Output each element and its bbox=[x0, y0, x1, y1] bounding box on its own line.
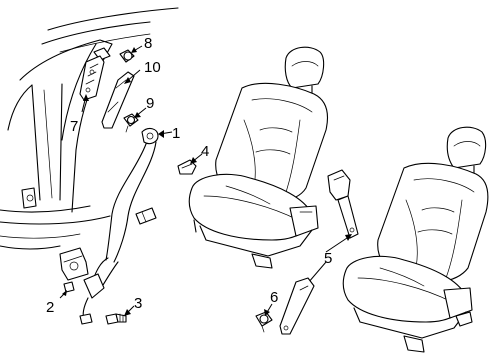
bolt-buckle bbox=[255, 303, 273, 333]
bolt-middle bbox=[123, 107, 147, 133]
callout-4: 4 bbox=[201, 143, 209, 160]
second-seat bbox=[342, 126, 489, 353]
bolt-upper bbox=[119, 45, 143, 63]
front-seat bbox=[188, 46, 329, 269]
callout-7: 7 bbox=[70, 118, 78, 135]
callout-9: 9 bbox=[146, 95, 154, 112]
callout-8: 8 bbox=[144, 35, 152, 52]
callout-6: 6 bbox=[270, 289, 278, 306]
callout-10: 10 bbox=[144, 59, 161, 76]
seat-buckle bbox=[279, 169, 359, 335]
callout-3: 3 bbox=[134, 295, 142, 312]
trim-cover bbox=[101, 69, 141, 129]
callout-2: 2 bbox=[46, 299, 54, 316]
callout-5: 5 bbox=[324, 250, 332, 267]
body-pillar bbox=[0, 7, 179, 250]
bolt-lower bbox=[105, 305, 135, 325]
belt-guide bbox=[177, 153, 203, 175]
height-adjuster bbox=[79, 55, 105, 113]
clip bbox=[59, 281, 75, 299]
callout-1: 1 bbox=[172, 125, 180, 142]
front-belt-assembly bbox=[59, 127, 173, 325]
